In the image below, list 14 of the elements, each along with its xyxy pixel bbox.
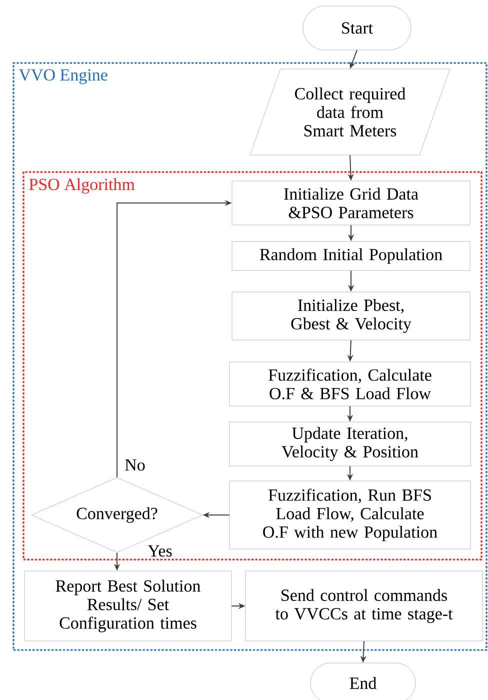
process-box: Report Best Solution Results/ Set Configuration times [24,570,232,642]
process-box: Update Iteration, Velocity & Position [229,422,471,466]
input-parallelogram: Collect required data from Smart Meters [250,68,450,156]
process-box: Random Initial Population [232,241,470,271]
group-title: VVO Engine [18,69,108,84]
terminal-box: Start [302,6,412,50]
group-title: PSO Algorithm [29,178,135,194]
edge-label: No [124,458,146,472]
process-box: Send control commands to VVCCs at time stage-t [245,570,483,642]
process-box: Fuzzification, Calculate O.F & BFS Load Flow [229,362,471,406]
process-box: Initialize Pbest, Gbest & Velocity [232,292,470,340]
process-box: Initialize Grid Data &PSO Parameters [232,180,470,226]
process-box: Fuzzification, Run BFS Load Flow, Calculate O.F with new Population [229,480,471,550]
terminal-box: End [310,662,416,700]
